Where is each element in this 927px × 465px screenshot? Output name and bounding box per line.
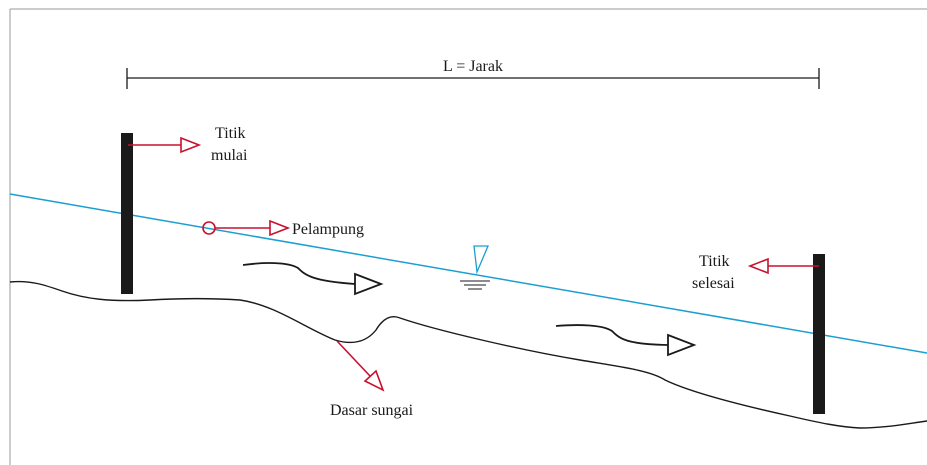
flow-arrow-icon-1	[242, 262, 384, 296]
end-point-label-line2: selesai	[692, 275, 735, 292]
start-pole	[121, 133, 133, 294]
riverbed-pointer-arrow-icon	[336, 340, 385, 392]
end-pole	[813, 254, 825, 414]
water-surface-line	[9, 193, 927, 354]
distance-label: L = Jarak	[443, 58, 503, 75]
float-pointer-arrow-icon	[215, 219, 291, 237]
end-point-label-line1: Titik	[699, 253, 730, 270]
float-label: Pelampung	[292, 221, 364, 238]
distance-dimension: L = Jarak	[126, 58, 820, 89]
riverbed-line	[9, 280, 927, 429]
start-pointer-arrow-icon	[128, 136, 202, 154]
water-level-icon	[460, 245, 490, 290]
flow-arrow-icon-2	[555, 324, 697, 357]
start-point-label-line1: Titik	[215, 125, 246, 142]
start-point-label-line2: mulai	[211, 147, 248, 164]
riverbed-label: Dasar sungai	[330, 402, 414, 419]
frame	[9, 8, 927, 465]
end-pointer-arrow-icon	[747, 257, 819, 275]
